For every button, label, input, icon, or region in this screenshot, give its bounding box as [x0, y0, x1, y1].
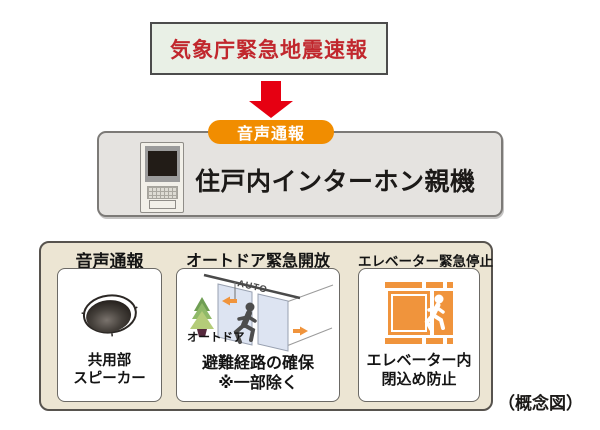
- intercom-label: 住戸内インターホン親機: [195, 168, 476, 196]
- down-arrow-icon: [261, 81, 281, 102]
- card-voice-alert: 共用部 スピーカー: [57, 268, 162, 402]
- card-elevator: エレベーター内 閉込め防止: [358, 268, 480, 402]
- running-person-icon: [424, 294, 445, 331]
- functions-panel: 音声通報 オートドア緊急開放 エレベーター緊急停止: [39, 241, 493, 411]
- intercom-device-icon: [140, 142, 184, 213]
- caption-line: ※一部除く: [218, 375, 298, 392]
- door-open-left-arrow-icon: [222, 296, 237, 306]
- intercom-keypad: [147, 186, 178, 199]
- intercom-speaker-slot: [149, 200, 176, 209]
- card-caption: エレベーター内 閉込め防止: [359, 351, 479, 389]
- card-autodoor: AUTO: [176, 268, 340, 402]
- panel-title-autodoor: オートドア緊急開放: [185, 253, 330, 270]
- intercom-screen-panel: [145, 146, 180, 182]
- caption-line: 閉込め防止: [381, 371, 457, 388]
- jma-alert-label: 気象庁緊急地震速報: [170, 38, 368, 62]
- concept-note: （概念図）: [498, 394, 583, 413]
- voice-alert-badge: 音声通報: [208, 120, 334, 144]
- down-arrow-head-icon: [249, 101, 293, 118]
- caption-line: エレベーター内: [366, 352, 472, 369]
- autodoor-label: オートドア: [187, 332, 245, 344]
- door-open-right-arrow-icon: [293, 326, 308, 336]
- intercom-box: 住戸内インターホン親機: [97, 131, 503, 217]
- card-caption: 避難経路の確保 ※一部除く: [177, 354, 339, 394]
- panel-title-voice-alert: 音声通報: [75, 252, 144, 271]
- caption-line: スピーカー: [73, 371, 146, 387]
- elevator-icon: [385, 282, 453, 344]
- caption-line: 避難経路の確保: [201, 355, 314, 372]
- jma-alert-box: 気象庁緊急地震速報: [150, 22, 388, 75]
- running-person-icon: [233, 302, 257, 344]
- card-caption: 共用部 スピーカー: [58, 352, 161, 388]
- auto-door-icon: AUTO: [190, 273, 334, 352]
- panel-title-elevator: エレベーター緊急停止: [358, 254, 493, 269]
- caption-line: 共用部: [87, 353, 132, 369]
- ceiling-speaker-icon: [81, 294, 138, 337]
- intercom-screen: [148, 151, 177, 176]
